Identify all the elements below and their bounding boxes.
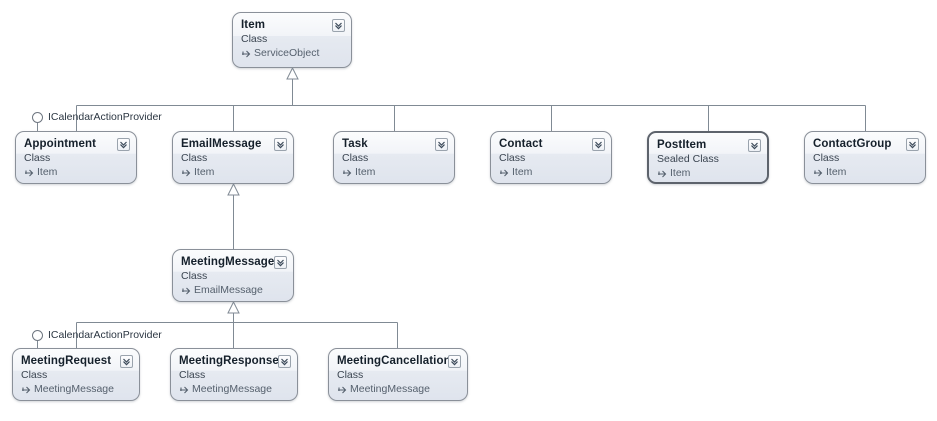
inheritance-arrow-icon [22, 386, 31, 394]
class-shape-meetingcancellation[interactable]: MeetingCancellation Class MeetingMessage [328, 348, 468, 401]
inheritance-arrow-icon [500, 169, 509, 177]
chevron-down-icon[interactable] [592, 138, 605, 151]
base-type-label: Item [355, 166, 376, 178]
class-shape-meetingrequest[interactable]: MeetingRequest Class MeetingMessage [12, 348, 140, 401]
class-shape-emailmessage[interactable]: EmailMessage Class Item [172, 131, 294, 184]
base-type-label: Item [670, 167, 691, 179]
class-stereotype: Class [24, 152, 51, 164]
class-base-type: Item [24, 165, 128, 179]
chevron-down-icon[interactable] [120, 355, 133, 368]
chevron-down-icon[interactable] [274, 138, 287, 151]
inheritance-arrow-icon [242, 50, 251, 58]
class-name: ContactGroup [813, 138, 892, 150]
chevron-down-icon[interactable] [748, 139, 761, 152]
class-shape-item[interactable]: Item Class ServiceObject [232, 12, 352, 68]
class-name: PostItem [657, 139, 707, 151]
class-base-type: Item [813, 165, 917, 179]
base-type-label: Item [194, 166, 215, 178]
class-stereotype: Class [813, 152, 840, 164]
class-name: Task [342, 138, 368, 150]
class-name: Item [241, 19, 266, 31]
inheritance-arrow-icon [180, 386, 189, 394]
chevron-down-icon[interactable] [274, 256, 287, 269]
class-name: MeetingRequest [21, 355, 112, 367]
class-stereotype: Class [179, 369, 206, 381]
class-shape-task[interactable]: Task Class Item [333, 131, 455, 184]
inheritance-arrow-icon [343, 169, 352, 177]
class-base-type: MeetingMessage [337, 382, 459, 396]
class-base-type: MeetingMessage [179, 382, 289, 396]
base-type-label: Item [512, 166, 533, 178]
class-stereotype: Class [342, 152, 369, 164]
class-base-type: Item [657, 166, 759, 180]
class-shape-meetingresponse[interactable]: MeetingResponse Class MeetingMessage [170, 348, 298, 401]
chevron-down-icon[interactable] [117, 138, 130, 151]
base-type-label: ServiceObject [254, 47, 320, 59]
class-name: Contact [499, 138, 543, 150]
interface-lollipop-icon [32, 330, 43, 341]
interface-lollipop-icon [32, 112, 43, 123]
interface-label: ICalendarActionProvider [48, 329, 162, 341]
chevron-down-icon[interactable] [278, 355, 291, 368]
base-type-label: MeetingMessage [34, 383, 114, 395]
inheritance-arrow-icon [814, 169, 823, 177]
class-stereotype: Sealed Class [657, 153, 719, 165]
class-name: Appointment [24, 138, 97, 150]
class-stereotype: Class [181, 270, 208, 282]
inheritance-arrow-icon [658, 170, 667, 178]
inheritance-arrow-icon [182, 287, 191, 295]
class-base-type: Item [181, 165, 285, 179]
class-base-type: ServiceObject [241, 46, 343, 60]
inheritance-arrow-icon [338, 386, 347, 394]
inheritance-arrow-icon [182, 169, 191, 177]
inheritance-arrow-icon [25, 169, 34, 177]
class-name: MeetingCancellation [337, 355, 451, 367]
class-shape-contactgroup[interactable]: ContactGroup Class Item [804, 131, 926, 184]
chevron-down-icon[interactable] [906, 138, 919, 151]
class-base-type: MeetingMessage [21, 382, 131, 396]
class-stereotype: Class [181, 152, 208, 164]
class-stereotype: Class [21, 369, 48, 381]
class-name: MeetingMessage [181, 256, 275, 268]
chevron-down-icon[interactable] [332, 19, 345, 32]
class-name: MeetingResponse [179, 355, 279, 367]
base-type-label: EmailMessage [194, 284, 263, 296]
chevron-down-icon[interactable] [448, 355, 461, 368]
class-stereotype: Class [337, 369, 364, 381]
base-type-label: MeetingMessage [350, 383, 430, 395]
class-shape-postitem[interactable]: PostItem Sealed Class Item [647, 131, 769, 184]
class-base-type: EmailMessage [181, 283, 285, 297]
class-base-type: Item [499, 165, 603, 179]
base-type-label: Item [826, 166, 847, 178]
class-shape-meetingmessage[interactable]: MeetingMessage Class EmailMessage [172, 249, 294, 302]
interface-label: ICalendarActionProvider [48, 111, 162, 123]
class-shape-appointment[interactable]: Appointment Class Item [15, 131, 137, 184]
base-type-label: MeetingMessage [192, 383, 272, 395]
base-type-label: Item [37, 166, 58, 178]
class-base-type: Item [342, 165, 446, 179]
class-name: EmailMessage [181, 138, 262, 150]
chevron-down-icon[interactable] [435, 138, 448, 151]
class-stereotype: Class [241, 33, 268, 45]
class-shape-contact[interactable]: Contact Class Item [490, 131, 612, 184]
class-stereotype: Class [499, 152, 526, 164]
